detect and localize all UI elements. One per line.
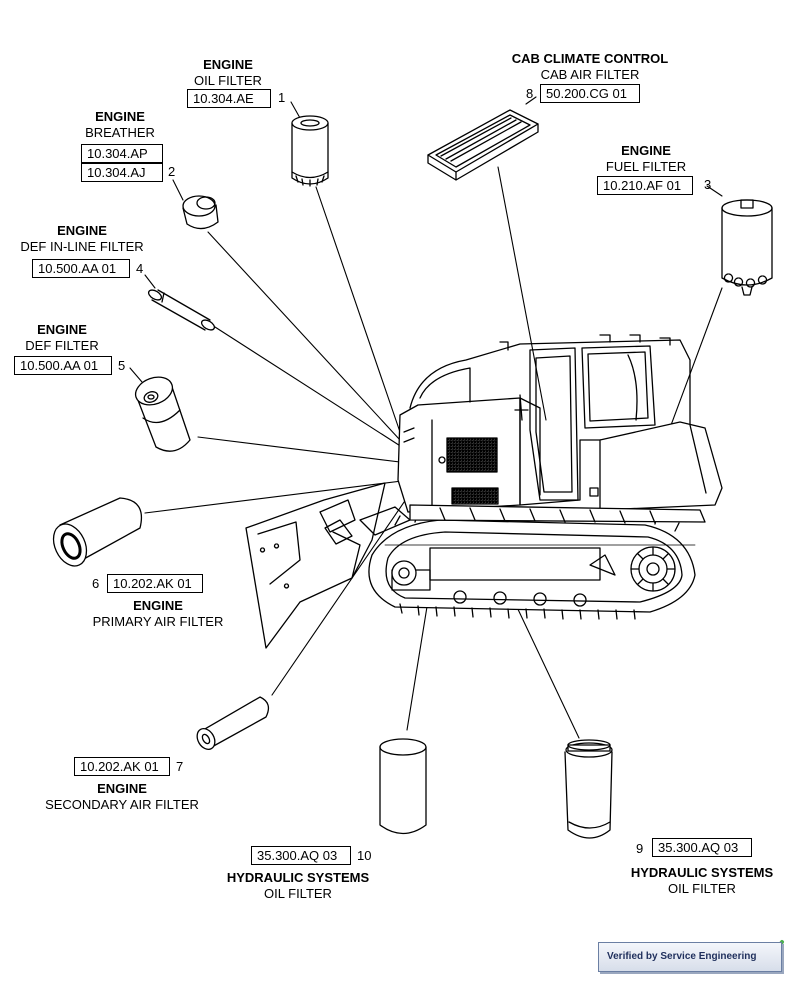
callout-8-number: 8 (526, 86, 534, 101)
dozer-illustration (245, 334, 723, 649)
callout-3-component: FUEL FILTER (605, 159, 687, 174)
callout-2-number: 2 (168, 164, 176, 179)
callout-6-component: PRIMARY AIR FILTER (92, 614, 224, 629)
callout-8-label: CAB CLIMATE CONTROL CAB AIR FILTER (498, 51, 682, 83)
callout-4-label: ENGINE DEF IN-LINE FILTER (12, 223, 152, 255)
callout-9-component: OIL FILTER (668, 881, 736, 896)
def-inline-filter-part (147, 289, 216, 331)
callout-6-number: 6 (92, 576, 100, 591)
callout-4-ref[interactable]: 10.500.AA 01 (32, 259, 130, 278)
callout-5-label: ENGINE DEF FILTER (16, 322, 108, 354)
engine-breather-part (182, 195, 219, 230)
verified-badge: Verified by Service Engineering (598, 942, 782, 972)
callout-10-ref[interactable]: 35.300.AQ 03 (251, 846, 351, 865)
callout-7-ref[interactable]: 10.202.AK 01 (74, 757, 170, 776)
callout-8-ref[interactable]: 50.200.CG 01 (540, 84, 640, 103)
cab-air-filter-part (427, 109, 539, 181)
callout-2-system: ENGINE (95, 109, 145, 124)
callout-7-component: SECONDARY AIR FILTER (45, 797, 199, 812)
callout-5-number: 5 (118, 358, 126, 373)
callout-1-label: ENGINE OIL FILTER (186, 57, 270, 89)
callout-5-system: ENGINE (37, 322, 87, 337)
engine-fuel-filter-part (721, 199, 773, 296)
callout-10-number: 10 (357, 848, 372, 863)
callout-3-ref[interactable]: 10.210.AF 01 (597, 176, 693, 195)
callout-7-system: ENGINE (97, 781, 147, 796)
callout-8-system: CAB CLIMATE CONTROL (511, 51, 669, 66)
callout-4-component: DEF IN-LINE FILTER (20, 239, 144, 254)
callout-9-system: HYDRAULIC SYSTEMS (630, 865, 774, 880)
callout-3-system: ENGINE (621, 143, 671, 158)
callout-5-ref[interactable]: 10.500.AA 01 (14, 356, 112, 375)
secondary-air-filter-part (196, 696, 270, 750)
callout-4-system: ENGINE (57, 223, 107, 238)
callout-9-label: HYDRAULIC SYSTEMS OIL FILTER (618, 865, 786, 897)
callout-7-label: ENGINE SECONDARY AIR FILTER (34, 781, 210, 813)
callout-9-ref[interactable]: 35.300.AQ 03 (652, 838, 752, 857)
callout-2-ref-b[interactable]: 10.304.AJ (81, 163, 163, 182)
callout-2-label: ENGINE BREATHER (78, 109, 162, 141)
callout-3-number: 3 (704, 177, 712, 192)
hydraulic-oil-filter-9-part (564, 739, 613, 839)
primary-air-filter-part (52, 497, 143, 567)
engine-oil-filter-part (291, 115, 329, 187)
callout-6-system: ENGINE (133, 598, 183, 613)
hydraulic-oil-filter-10-part (379, 738, 427, 835)
callout-2-ref-a[interactable]: 10.304.AP (81, 144, 163, 163)
callout-5-component: DEF FILTER (25, 338, 99, 353)
callout-9-number: 9 (636, 841, 644, 856)
callout-4-number: 4 (136, 261, 144, 276)
callout-10-label: HYDRAULIC SYSTEMS OIL FILTER (214, 870, 382, 902)
callout-6-label: ENGINE PRIMARY AIR FILTER (80, 598, 236, 630)
callout-1-number: 1 (278, 90, 286, 105)
def-filter-part (134, 376, 191, 452)
callout-3-label: ENGINE FUEL FILTER (596, 143, 696, 175)
callout-1-system: ENGINE (203, 57, 253, 72)
callout-8-component: CAB AIR FILTER (540, 67, 640, 82)
callout-7-number: 7 (176, 759, 184, 774)
callout-6-ref[interactable]: 10.202.AK 01 (107, 574, 203, 593)
callout-10-system: HYDRAULIC SYSTEMS (226, 870, 370, 885)
callout-1-component: OIL FILTER (194, 73, 262, 88)
callout-1-ref[interactable]: 10.304.AE (187, 89, 271, 108)
callout-2-component: BREATHER (85, 125, 155, 140)
verified-badge-text: Verified by Service Engineering (607, 951, 757, 962)
callout-10-component: OIL FILTER (264, 886, 332, 901)
